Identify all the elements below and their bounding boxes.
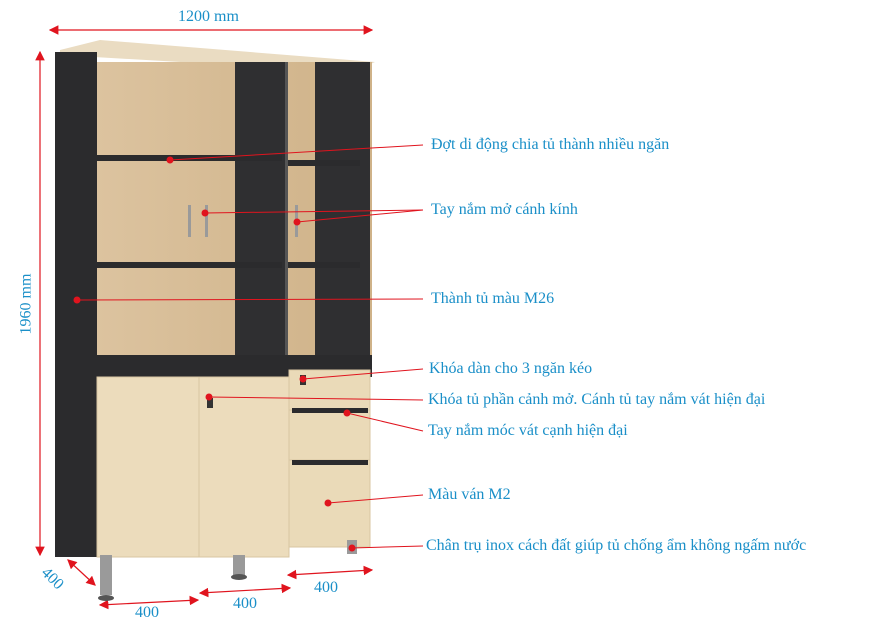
- shelf: [288, 160, 360, 166]
- cabinet: [55, 40, 375, 601]
- annotation-shelf: Đợt di động chia tủ thành nhiều ngăn: [431, 136, 670, 153]
- annotation-board-color: Màu ván M2: [428, 486, 511, 503]
- leg: [233, 555, 245, 577]
- width-label: 1200 mm: [178, 8, 239, 25]
- bottom-middle-dimension-line: [198, 583, 292, 598]
- annotation-drawer-handle: Tay nắm móc vát cạnh hiện đại: [428, 422, 628, 439]
- annotation-door-lock: Khóa tủ phần cảnh mở. Cánh tủ tay nắm vá…: [428, 391, 766, 408]
- bottom-right-label: 400: [314, 579, 338, 596]
- height-label: 1960 mm: [17, 273, 35, 335]
- bottom-left-dimension-line: [98, 595, 200, 610]
- annotation-side-panel: Thành tủ màu M26: [431, 290, 555, 307]
- bottom-left-label: 400: [135, 604, 159, 621]
- bottom-middle-label: 400: [233, 595, 257, 612]
- shelf: [288, 262, 360, 268]
- glass-door-handle: [188, 205, 191, 237]
- lock: [207, 398, 213, 408]
- leg: [100, 555, 112, 595]
- depth-dimension-line: [67, 559, 96, 586]
- bottom-right-dimension-line: [286, 565, 374, 580]
- cabinet-side-panel: [55, 52, 97, 557]
- shelf: [97, 262, 282, 268]
- drawer-middle: [288, 409, 371, 461]
- leader-lines: [73, 144, 424, 552]
- shelf: [97, 155, 282, 161]
- annotation-legs: Chân trụ inox cách đất giúp tủ chống ẩm …: [426, 537, 807, 554]
- glass-door-handle: [205, 205, 208, 237]
- annotation-glass-handle: Tay nắm mở cánh kính: [431, 201, 578, 218]
- lower-door-right: [198, 376, 290, 558]
- lower-door-left: [96, 376, 200, 558]
- annotation-drawer-lock: Khóa dàn cho 3 ngăn kéo: [429, 360, 593, 377]
